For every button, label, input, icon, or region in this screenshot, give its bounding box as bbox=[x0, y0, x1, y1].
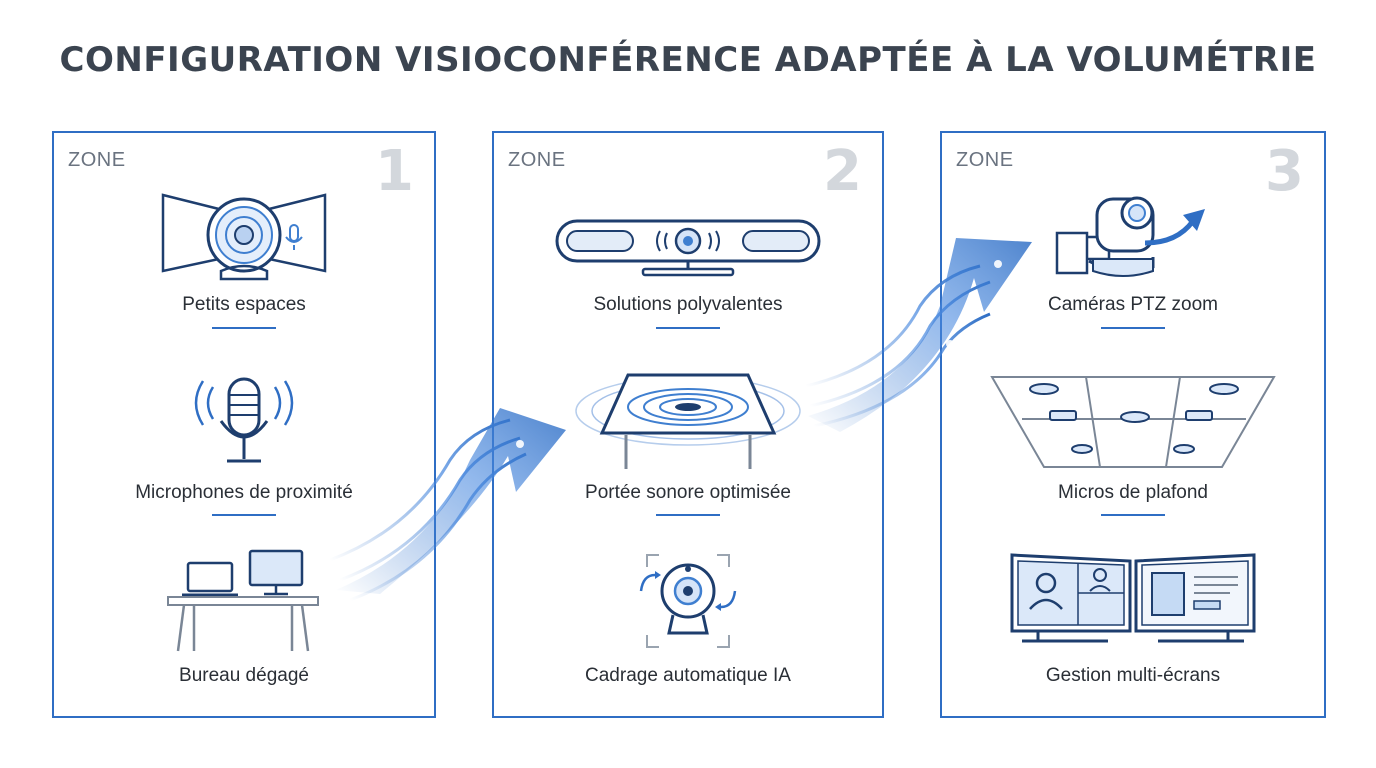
microphone-icon bbox=[194, 377, 294, 463]
item-underline bbox=[656, 514, 720, 516]
dual-screens-icon bbox=[1010, 553, 1256, 643]
item-underline bbox=[212, 514, 276, 516]
zone-label: ZONE bbox=[508, 149, 566, 171]
item-label: Portée sonore optimisée bbox=[585, 482, 791, 503]
ceiling-mics-icon bbox=[990, 376, 1276, 468]
item-label: Petits espaces bbox=[182, 294, 306, 315]
item-label: Microphones de proximité bbox=[135, 482, 353, 503]
zone-label: ZONE bbox=[956, 149, 1014, 171]
video-bar-icon bbox=[555, 219, 821, 277]
flow-arrow-zone1-to-zone2 bbox=[329, 408, 566, 602]
conference-table-icon bbox=[575, 373, 801, 469]
item-underline bbox=[1101, 327, 1165, 329]
page-title: CONFIGURATION VISIOCONFÉRENCE ADAPTÉE À … bbox=[59, 40, 1317, 80]
item-underline bbox=[212, 327, 276, 329]
zone-number: 2 bbox=[823, 139, 862, 204]
item-label: Solutions polyvalentes bbox=[593, 294, 783, 315]
item-label: Caméras PTZ zoom bbox=[1048, 294, 1218, 315]
auto-framing-camera-icon bbox=[639, 554, 737, 648]
webcam-wide-icon bbox=[161, 193, 327, 281]
zone-3-panel: ZONE 3 Caméras PTZ zoom bbox=[940, 131, 1326, 718]
item-label: Cadrage automatique IA bbox=[585, 665, 791, 686]
desk-icon bbox=[167, 549, 319, 652]
item-label: Micros de plafond bbox=[1058, 482, 1208, 503]
item-label: Bureau dégagé bbox=[179, 665, 309, 686]
zone-number: 1 bbox=[375, 139, 414, 204]
zone-1-panel: ZONE 1 Petits espaces bbox=[52, 131, 436, 718]
item-label: Gestion multi-écrans bbox=[1045, 665, 1221, 686]
ptz-camera-icon bbox=[1055, 196, 1205, 277]
flow-arrow-zone2-to-zone3 bbox=[805, 238, 1032, 432]
zone-label: ZONE bbox=[68, 149, 126, 171]
zone-number: 3 bbox=[1265, 139, 1304, 204]
item-underline bbox=[1101, 514, 1165, 516]
item-underline bbox=[656, 327, 720, 329]
